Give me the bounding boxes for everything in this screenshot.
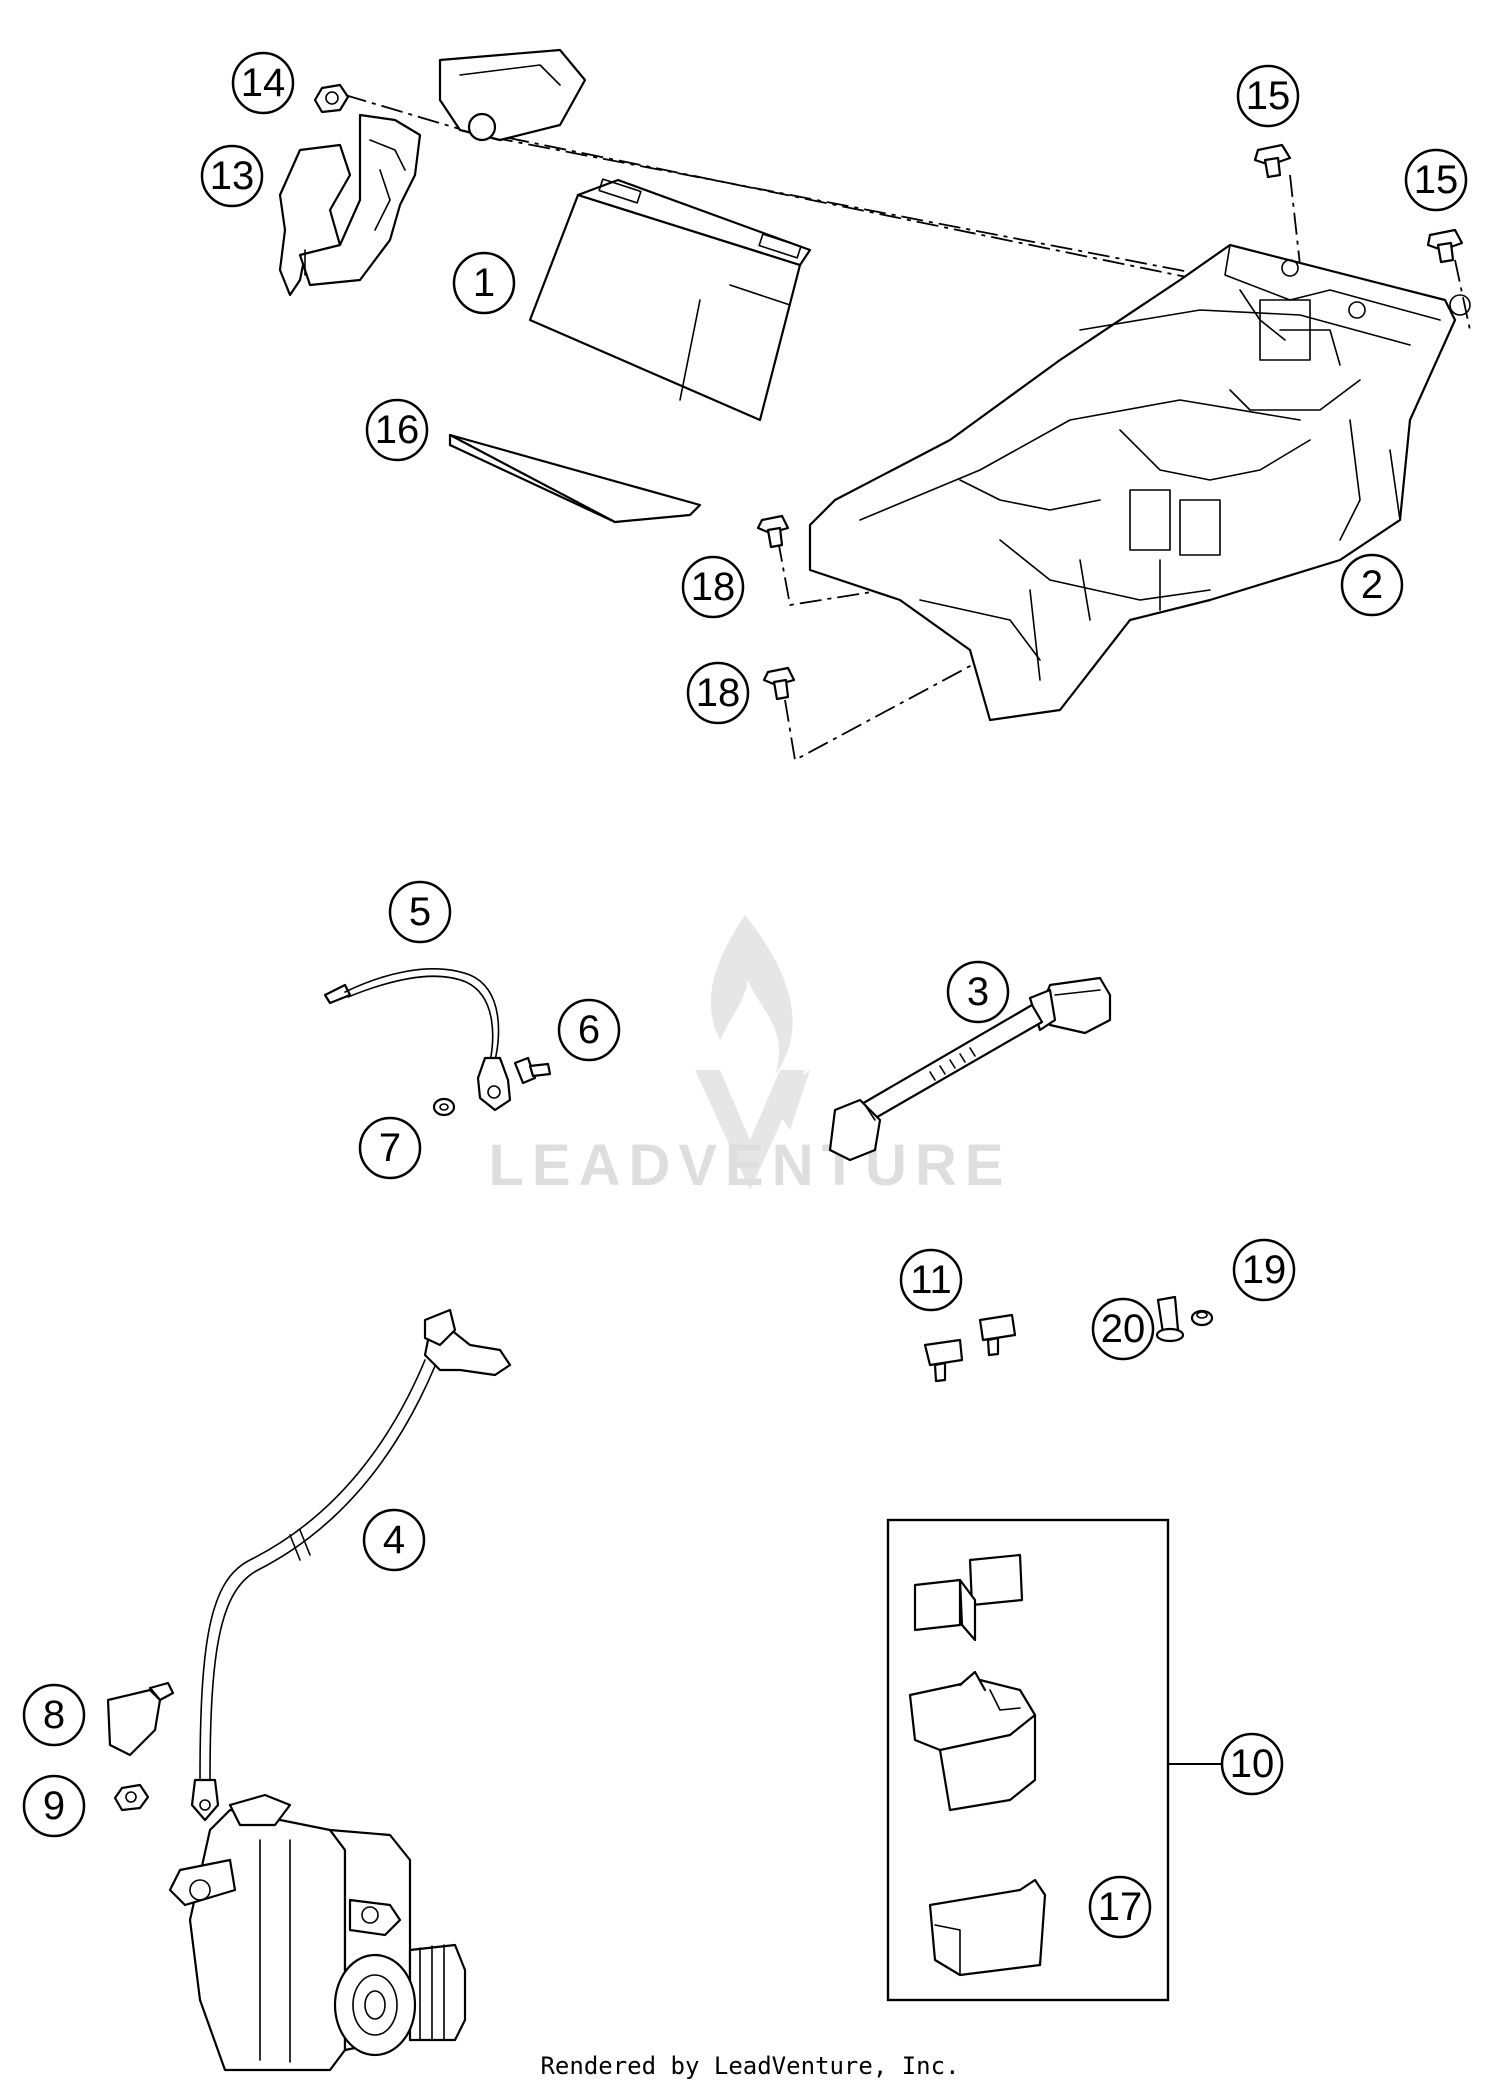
svg-text:7: 7 [379, 1126, 401, 1170]
svg-text:15: 15 [1414, 158, 1459, 202]
washer-part-19 [1190, 1309, 1214, 1327]
svg-text:18: 18 [691, 565, 736, 609]
svg-text:20: 20 [1101, 1307, 1146, 1351]
svg-text:19: 19 [1242, 1248, 1287, 1292]
svg-text:2: 2 [1361, 563, 1383, 607]
svg-text:17: 17 [1098, 1885, 1143, 1929]
svg-text:1: 1 [473, 261, 495, 305]
callout-15a: 15 [1236, 64, 1300, 128]
relay-fuse-blocks [913, 1553, 1024, 1642]
starter-cable-part [190, 1308, 512, 1822]
screw-part-18a [756, 514, 790, 549]
nut-part-14 [313, 83, 350, 114]
callout-20: 20 [1091, 1297, 1155, 1361]
watermark: LEADVENTURE [488, 915, 1011, 1198]
callout-8: 8 [22, 1683, 86, 1747]
callout-7: 7 [358, 1116, 422, 1180]
callout-17: 17 [1088, 1875, 1152, 1939]
svg-text:5: 5 [409, 890, 431, 934]
callout-19: 19 [1232, 1238, 1296, 1302]
callout-2: 2 [1340, 553, 1404, 617]
callout-18b: 18 [686, 661, 750, 725]
callout-13: 13 [200, 144, 264, 208]
watermark-text: LEADVENTURE [488, 1133, 1011, 1198]
footer-credit: Rendered by LeadVenture, Inc. [540, 2052, 959, 2080]
callout-14: 14 [231, 51, 295, 115]
callout-11: 11 [899, 1248, 963, 1312]
svg-text:4: 4 [383, 1518, 405, 1562]
callout-3: 3 [946, 960, 1010, 1024]
cap-part-8 [106, 1681, 175, 1757]
relay-cover-part-17 [928, 1878, 1047, 1977]
screw-part-18b [762, 666, 796, 701]
watermark-flame-logo-icon [695, 915, 810, 1190]
positive-cable-part [828, 976, 1112, 1162]
assembly-lines [344, 94, 1471, 762]
screw-part-6 [513, 1056, 552, 1085]
svg-text:9: 9 [43, 1784, 65, 1828]
battery-part [528, 178, 812, 422]
ground-cable-part [323, 968, 512, 1112]
battery-box-part [808, 243, 1471, 722]
callout-10: 10 [1220, 1732, 1284, 1796]
svg-text:10: 10 [1230, 1742, 1275, 1786]
svg-text:8: 8 [43, 1693, 65, 1737]
callout-18a: 18 [681, 555, 745, 619]
starter-relay [908, 1670, 1037, 1812]
svg-text:11: 11 [910, 1258, 952, 1302]
svg-text:6: 6 [578, 1008, 600, 1052]
svg-text:15: 15 [1246, 74, 1291, 118]
bracket-part [278, 48, 587, 297]
fuse-part-11 [923, 1313, 1017, 1383]
svg-text:16: 16 [375, 408, 420, 452]
callout-9: 9 [22, 1774, 86, 1838]
callout-1: 1 [452, 251, 516, 315]
starter-motor-part [168, 1793, 467, 2072]
callout-16: 16 [365, 398, 429, 462]
screw-part-20 [1155, 1295, 1185, 1343]
washer-part-7 [432, 1097, 456, 1117]
nut-part-9 [113, 1783, 150, 1812]
callout-15b: 15 [1404, 148, 1468, 212]
screw-part-15b [1426, 228, 1464, 264]
svg-text:3: 3 [967, 970, 989, 1014]
callout-5: 5 [388, 880, 452, 944]
svg-text:18: 18 [696, 671, 741, 715]
screw-part-15a [1253, 143, 1292, 179]
relay-kit-box [886, 1518, 1170, 2002]
callout-4: 4 [362, 1508, 426, 1572]
battery-pad-part [448, 433, 702, 524]
callout-6: 6 [557, 998, 621, 1062]
svg-text:13: 13 [210, 154, 255, 198]
svg-text:14: 14 [241, 61, 286, 105]
